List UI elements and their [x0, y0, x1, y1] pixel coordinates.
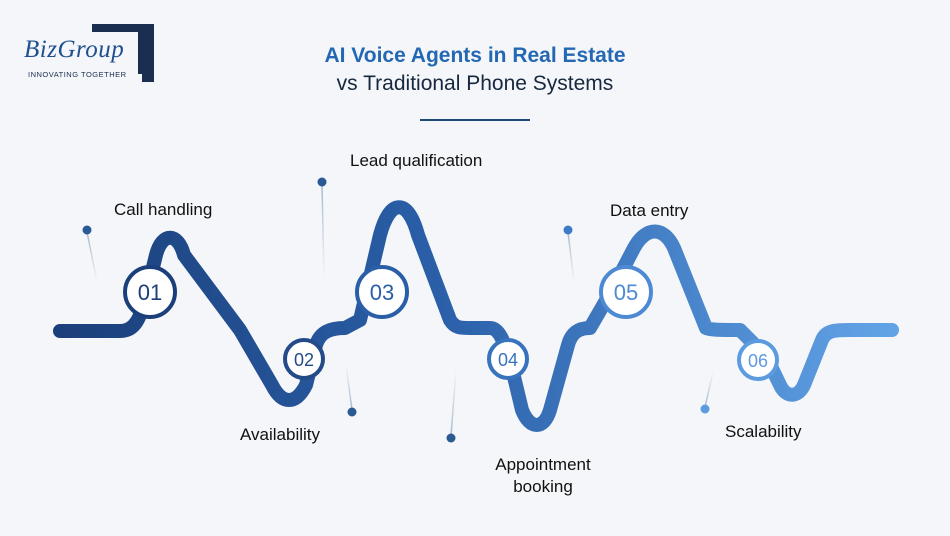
step-number-04: 04 — [498, 350, 518, 370]
step-circle-05: 05 — [599, 265, 653, 319]
pin-01 — [82, 225, 98, 283]
step-circle-01: 01 — [123, 265, 177, 319]
title-divider — [420, 119, 530, 121]
pin-06 — [700, 371, 714, 414]
pin-02 — [345, 364, 357, 417]
label-lead-qualification: Lead qualification — [350, 151, 483, 170]
step-circle-04: 04 — [487, 338, 529, 380]
label-call-handling: Call handling — [114, 200, 213, 219]
step-number-02: 02 — [294, 350, 314, 370]
step-circle-03: 03 — [355, 265, 409, 319]
step-number-01: 01 — [138, 280, 162, 305]
page-subtitle: vs Traditional Phone Systems — [336, 72, 614, 95]
label-scalability: Scalability — [725, 422, 802, 441]
wave-line — [53, 200, 899, 432]
logo-tagline: INNOVATING TOGETHER — [28, 70, 127, 79]
pin-04 — [446, 369, 457, 443]
label-appointment-booking: Appointment booking — [495, 455, 591, 496]
step-number-06: 06 — [748, 351, 768, 371]
bizgroup-logo[interactable]: BizGroup INNOVATING TOGETHER — [22, 22, 162, 86]
page-title: AI Voice Agents in Real Estate — [324, 44, 626, 67]
logo-frame-bar — [142, 24, 154, 82]
step-number-03: 03 — [370, 280, 394, 305]
step-circle-02: 02 — [283, 338, 325, 380]
pin-03 — [317, 177, 327, 279]
step-number-05: 05 — [614, 280, 638, 305]
pin-05 — [563, 225, 575, 283]
label-data-entry: Data entry — [610, 201, 689, 220]
label-availability: Availability — [240, 425, 321, 444]
step-circle-06: 06 — [737, 339, 779, 381]
logo-wordmark: BizGroup — [24, 36, 127, 64]
